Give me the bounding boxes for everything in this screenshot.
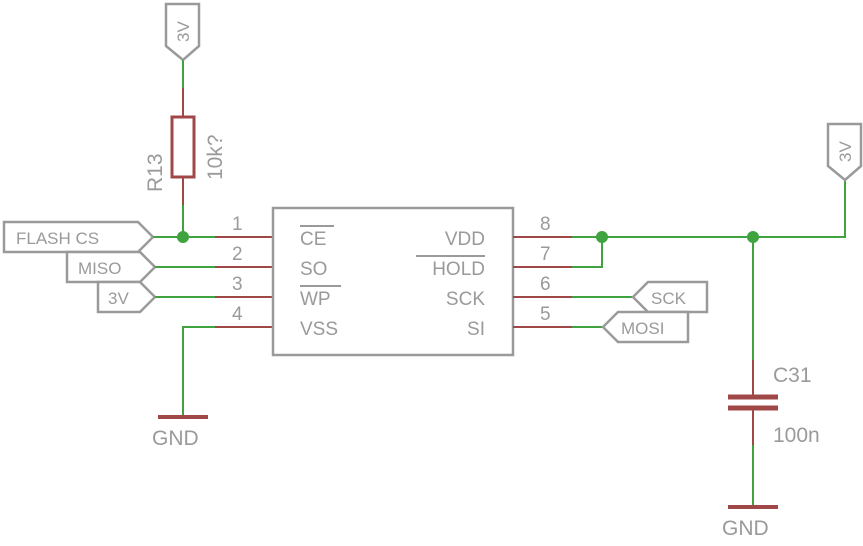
- capacitor-value: 100n: [773, 424, 820, 447]
- pin1-number: 1: [232, 214, 243, 235]
- wire-vdd: [572, 180, 846, 238]
- resistor-r13: R13 10k?: [144, 115, 227, 192]
- ground-left-label: GND: [152, 427, 199, 450]
- port-flash-cs-label: FLASH CS: [16, 229, 99, 248]
- flash-chip-body: [271, 206, 515, 357]
- pin5-name: SI: [467, 319, 485, 340]
- pin8-number: 8: [540, 214, 551, 235]
- pin4-number: 4: [232, 304, 243, 325]
- supply-3v-right-label: 3V: [836, 141, 855, 162]
- pin6-name: SCK: [446, 289, 485, 310]
- resistor-value: 10k?: [204, 134, 227, 180]
- ground-right-label: GND: [722, 517, 769, 540]
- pin2-name: SO: [300, 259, 327, 280]
- junction-hold: [596, 231, 608, 243]
- ground-right: GND: [722, 505, 778, 540]
- port-mosi-label: MOSI: [621, 319, 664, 338]
- port-sck: SCK: [631, 280, 709, 314]
- pin3-number: 3: [232, 274, 243, 295]
- port-3v-wp-label: 3V: [108, 289, 129, 308]
- pin4-name: VSS: [300, 319, 338, 340]
- pin1-name: CE: [300, 229, 326, 250]
- pin6-number: 6: [540, 274, 551, 295]
- pin5-number: 5: [540, 304, 551, 325]
- pin2-number: 2: [232, 244, 243, 265]
- supply-3v-left-label: 3V: [174, 21, 193, 42]
- port-flash-cs: FLASH CS: [2, 220, 155, 254]
- wire-vss-gnd: [182, 326, 215, 415]
- pin7-name: HOLD: [432, 259, 485, 280]
- resistor-body: [170, 115, 196, 179]
- pin3-name: WP: [300, 289, 331, 310]
- supply-3v-left: 3V: [164, 2, 201, 62]
- port-miso: MISO: [65, 250, 157, 284]
- ground-left: GND: [152, 415, 208, 450]
- capacitor-ref: C31: [773, 364, 812, 387]
- wire-hold: [572, 237, 603, 268]
- pin7-number: 7: [540, 244, 551, 265]
- port-sck-label: SCK: [651, 289, 687, 308]
- pin8-name: VDD: [445, 229, 485, 250]
- capacitor-c31: C31 100n: [728, 364, 820, 447]
- supply-3v-right: 3V: [826, 122, 863, 182]
- port-3v-wp: 3V: [96, 280, 157, 314]
- port-mosi: MOSI: [601, 310, 690, 344]
- port-miso-label: MISO: [78, 259, 121, 278]
- resistor-ref: R13: [144, 153, 167, 192]
